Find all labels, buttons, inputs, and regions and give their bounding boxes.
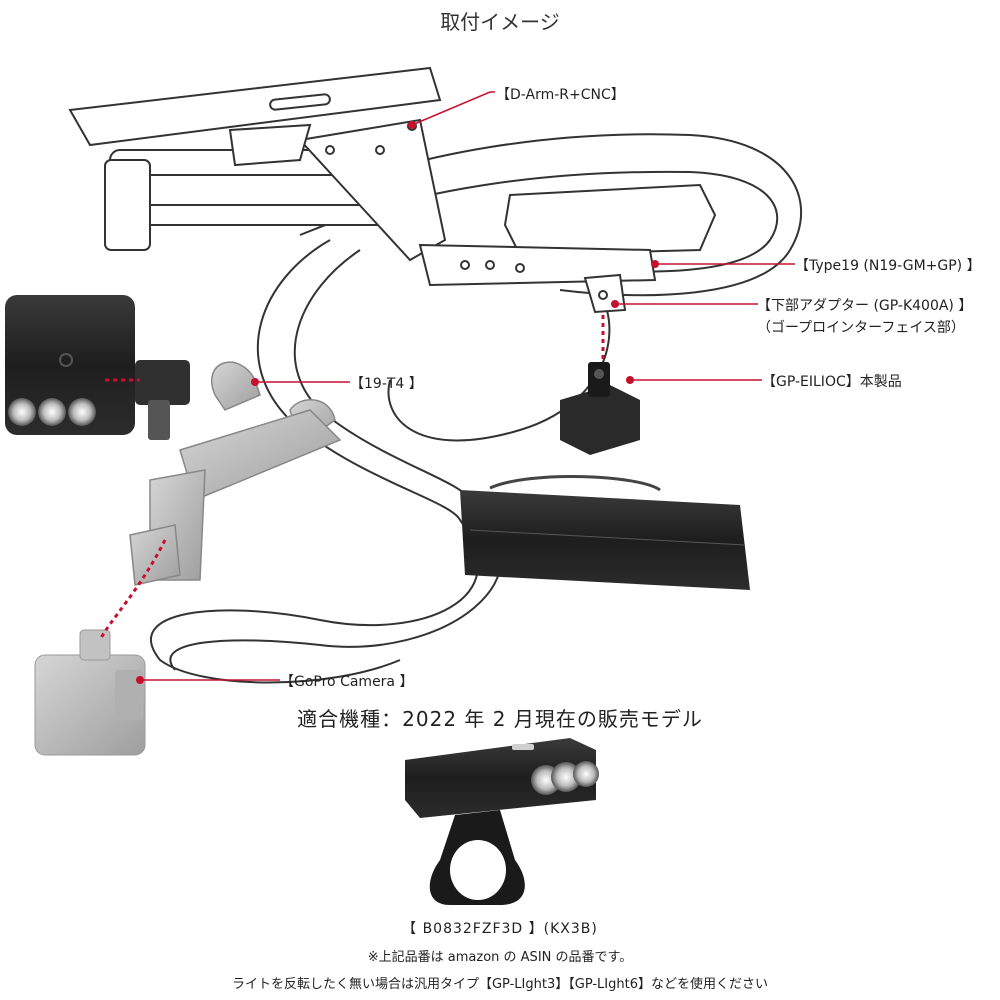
page-title: 取付イメージ: [440, 10, 560, 34]
label-adapter: 【下部アダプター (GP-K400A) 】: [757, 298, 973, 314]
label-gopro-camera: 【GoPro Camera 】: [280, 674, 414, 690]
leader-lines: [140, 91, 795, 681]
bike-light-large: [460, 475, 750, 590]
label-d-arm: 【D-Arm-R+CNC】: [496, 87, 625, 103]
asin-note: ※上記品番は amazon の ASIN の品番です。: [367, 950, 633, 965]
label-adapter-sub: （ゴープロインターフェイス部）: [757, 320, 965, 336]
d-arm-bracket: [228, 118, 447, 262]
gopro-connector: [135, 360, 190, 440]
compatible-light: [405, 738, 599, 905]
label-type19: 【Type19 (N19-GM+GP) 】: [795, 258, 981, 274]
phone: [68, 66, 442, 147]
t4-arm: [129, 361, 342, 586]
asin-label: 【 B0832FZF3D 】(KX3B): [402, 921, 598, 937]
connection-dotted-lines: [98, 315, 605, 641]
label-product: 【GP-EILIOC】本製品: [762, 374, 902, 390]
compatible-models-heading: 適合機種：2022 年 2 月現在の販売モデル: [297, 707, 703, 731]
cycle-computer: [418, 183, 717, 314]
gp-eilioc-adapter: [560, 362, 640, 455]
leader-dots: [136, 121, 659, 684]
bottom-note: ライトを反転したく無い場合は汎用タイプ【GP-LIght3】【GP-LIght6…: [231, 977, 768, 992]
label-19-t4: 【19-T4 】: [350, 376, 423, 392]
bike-light-left: [5, 295, 135, 435]
gopro-camera: [34, 629, 146, 756]
